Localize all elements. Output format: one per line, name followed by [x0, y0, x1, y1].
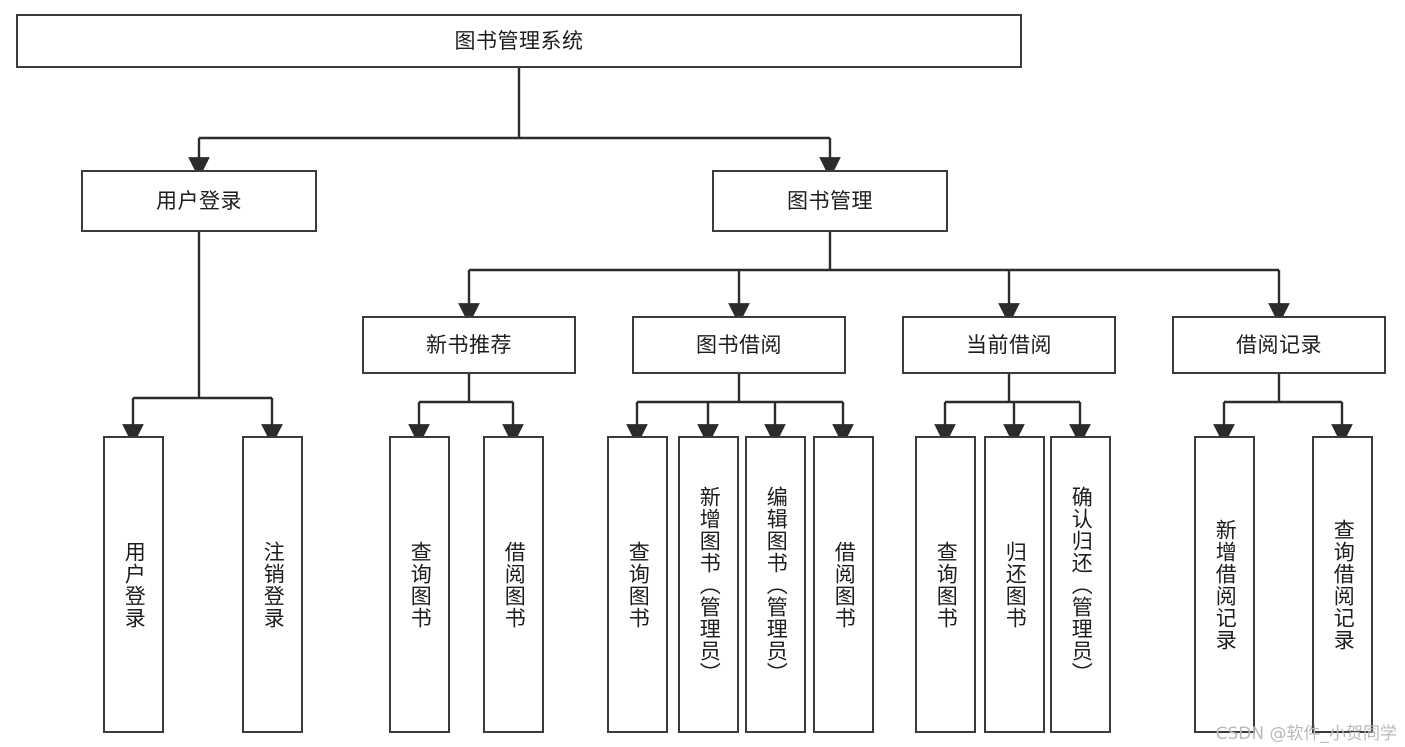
node-leaf-borrow-book-2[interactable]: 借阅图书 [813, 436, 874, 733]
node-leaf-confirm-return-label: 确认归还（管理员） [1069, 485, 1094, 684]
node-new-book-recommend[interactable]: 新书推荐 [362, 316, 576, 374]
node-leaf-query-record[interactable]: 查询借阅记录 [1312, 436, 1373, 733]
node-leaf-add-record[interactable]: 新增借阅记录 [1194, 436, 1255, 733]
node-book-management[interactable]: 图书管理 [712, 170, 948, 232]
node-leaf-query-book-2[interactable]: 查询图书 [607, 436, 668, 733]
node-leaf-borrow-book-1[interactable]: 借阅图书 [483, 436, 544, 733]
node-leaf-borrow-book-1-label: 借阅图书 [502, 540, 527, 629]
node-leaf-query-book-1-label: 查询图书 [408, 540, 433, 629]
node-user-login-label: 用户登录 [156, 188, 242, 213]
node-leaf-confirm-return[interactable]: 确认归还（管理员） [1050, 436, 1111, 733]
node-leaf-query-record-label: 查询借阅记录 [1331, 518, 1356, 651]
node-leaf-user-login[interactable]: 用户登录 [103, 436, 164, 733]
node-book-borrow[interactable]: 图书借阅 [632, 316, 846, 374]
node-leaf-return-book[interactable]: 归还图书 [984, 436, 1045, 733]
node-leaf-return-book-label: 归还图书 [1003, 540, 1028, 629]
node-leaf-borrow-book-2-label: 借阅图书 [832, 540, 857, 629]
node-leaf-user-login-label: 用户登录 [122, 540, 147, 629]
node-borrow-record[interactable]: 借阅记录 [1172, 316, 1386, 374]
node-user-login[interactable]: 用户登录 [81, 170, 317, 232]
node-leaf-add-record-label: 新增借阅记录 [1213, 518, 1238, 651]
node-current-borrow[interactable]: 当前借阅 [902, 316, 1116, 374]
node-leaf-edit-book-label: 编辑图书（管理员） [764, 485, 789, 684]
node-leaf-query-book-1[interactable]: 查询图书 [389, 436, 450, 733]
node-leaf-add-book[interactable]: 新增图书（管理员） [678, 436, 739, 733]
node-root[interactable]: 图书管理系统 [16, 14, 1022, 68]
node-leaf-logout-label: 注销登录 [261, 540, 286, 629]
node-leaf-logout[interactable]: 注销登录 [242, 436, 303, 733]
node-leaf-query-book-3[interactable]: 查询图书 [915, 436, 976, 733]
node-leaf-query-book-3-label: 查询图书 [934, 540, 959, 629]
node-book-management-label: 图书管理 [787, 188, 873, 213]
node-leaf-add-book-label: 新增图书（管理员） [697, 485, 722, 684]
node-current-borrow-label: 当前借阅 [966, 332, 1052, 357]
node-book-borrow-label: 图书借阅 [696, 332, 782, 357]
node-new-book-recommend-label: 新书推荐 [426, 332, 512, 357]
node-root-label: 图书管理系统 [454, 28, 584, 53]
node-borrow-record-label: 借阅记录 [1236, 332, 1322, 357]
node-leaf-edit-book[interactable]: 编辑图书（管理员） [745, 436, 806, 733]
node-leaf-query-book-2-label: 查询图书 [626, 540, 651, 629]
